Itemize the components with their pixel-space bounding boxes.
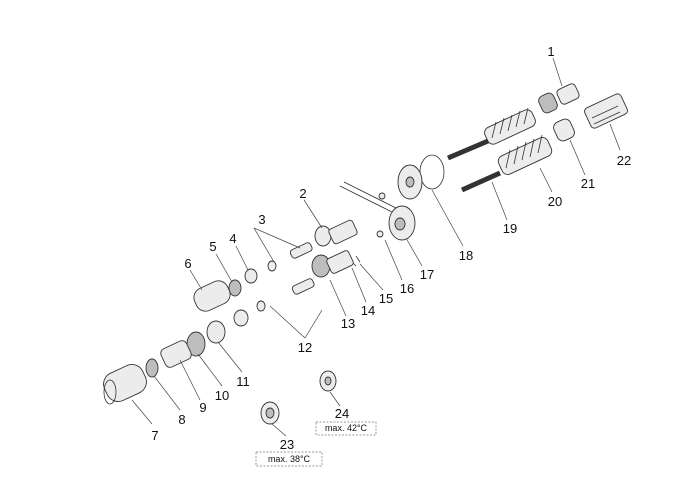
label-part-16: 16 xyxy=(400,281,414,296)
label-part-2: 2 xyxy=(299,186,306,201)
part-11-ring xyxy=(206,320,226,344)
label-part-21: 21 xyxy=(581,176,595,191)
label-part-10: 10 xyxy=(215,388,229,403)
label-part-22: 22 xyxy=(617,153,631,168)
label-part-7: 7 xyxy=(151,428,158,443)
label-part-5: 5 xyxy=(209,239,216,254)
label-part-13: 13 xyxy=(341,316,355,331)
label-part-17: 17 xyxy=(420,267,434,282)
part-18-cover-plate xyxy=(397,154,445,200)
part-6-sleeve xyxy=(193,280,231,312)
label-part-23: 23 xyxy=(280,437,294,452)
part-7-handle xyxy=(103,364,147,405)
part-17-rosette xyxy=(388,205,416,241)
part-9-adapter xyxy=(160,340,192,368)
label-part-1: 1 xyxy=(547,44,554,59)
part-13-valve-body xyxy=(311,250,354,278)
label-part-15: 15 xyxy=(379,291,393,306)
label-part-11: 11 xyxy=(236,374,250,389)
part-4-nut xyxy=(244,268,258,284)
part-upper-spring xyxy=(484,107,536,145)
part-1-nut xyxy=(538,83,580,114)
note-max-42: max. 42°C xyxy=(325,423,368,433)
label-part-6: 6 xyxy=(184,256,191,271)
part-3-spindle xyxy=(267,242,313,272)
label-part-8: 8 xyxy=(178,412,185,427)
label-part-18: 18 xyxy=(459,248,473,263)
label-part-20: 20 xyxy=(548,194,562,209)
part-21-nut xyxy=(553,118,575,142)
note-box-24 xyxy=(315,421,377,436)
label-part-14: 14 xyxy=(361,303,375,318)
label-part-12: 12 xyxy=(298,340,312,355)
part-19-rod xyxy=(460,170,502,193)
leader-lines xyxy=(131,57,621,437)
label-part-19: 19 xyxy=(503,221,517,236)
part-upper-rod xyxy=(447,138,489,161)
part-22-cartridge xyxy=(584,93,628,129)
label-part-9: 9 xyxy=(199,400,206,415)
note-box-23 xyxy=(255,451,323,467)
part-12-spindle xyxy=(233,278,315,327)
part-23-stop-ring xyxy=(260,401,280,425)
part-24-stop-ring xyxy=(319,370,337,392)
note-max-38: max. 38°C xyxy=(268,454,311,464)
part-8-ring xyxy=(145,358,159,378)
part-20-spring xyxy=(497,134,553,175)
part-5-ring xyxy=(228,279,242,297)
label-part-4: 4 xyxy=(229,231,236,246)
part-2-valve-body xyxy=(314,219,358,247)
label-part-24: 24 xyxy=(335,406,349,421)
part-16-bracket xyxy=(339,181,397,238)
label-part-3: 3 xyxy=(258,212,265,227)
